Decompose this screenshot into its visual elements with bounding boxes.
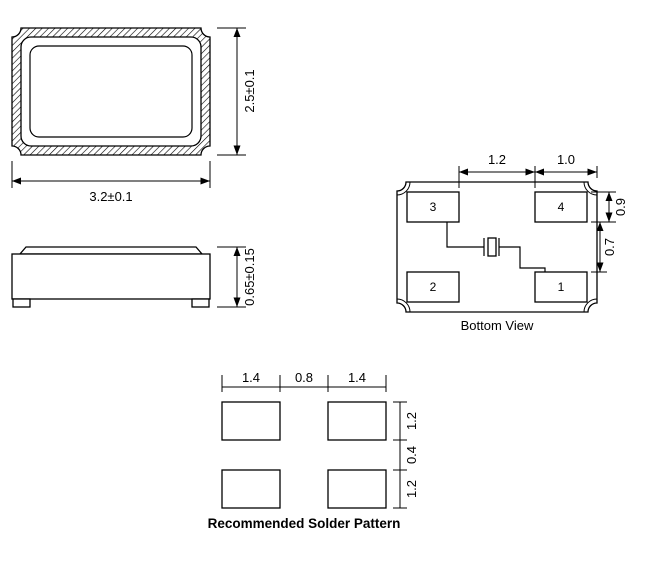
pad-4 (534, 191, 588, 223)
side-view: 0.65±0.15 (11, 246, 257, 308)
top-view-seal-ring (20, 36, 202, 147)
solder-pattern-caption: Recommended Solder Pattern (208, 516, 401, 531)
pad-3 (406, 191, 460, 223)
crystal-wires (446, 222, 546, 272)
dim-solder-left-width-label: 1.4 (242, 370, 260, 385)
solder-pad-top-left (221, 401, 281, 441)
dim-solder-gap-y-label: 0.4 (404, 446, 419, 464)
pad-3-number: 3 (430, 200, 437, 214)
crystal-element (487, 237, 497, 257)
dim-pad-gap-y-label: 0.7 (602, 238, 617, 256)
pad-1-number: 1 (558, 280, 565, 294)
crystal-circuit (446, 222, 546, 272)
solder-pad-top-right (327, 401, 387, 441)
corner-castellation-arcs (396, 181, 598, 313)
top-view-width-label: 3.2±0.1 (89, 189, 132, 204)
bottom-view: 3 4 2 1 1.2 1.0 0.9 0.7 (396, 152, 628, 333)
solder-pads (221, 401, 387, 509)
pad-1 (534, 271, 588, 303)
side-view-height-dimension: 0.65±0.15 (217, 246, 257, 308)
bottom-view-caption: Bottom View (461, 318, 534, 333)
dim-pad-height-label: 0.9 (613, 198, 628, 216)
solder-pattern: 1.4 0.8 1.4 1.2 0.4 1.2 Recommended Sold… (208, 370, 419, 531)
solder-pad-bottom-left (221, 469, 281, 509)
side-view-height-label: 0.65±0.15 (242, 248, 257, 306)
solder-pad-bottom-right (327, 469, 387, 509)
side-view-body (11, 253, 211, 300)
top-view-height-label: 2.5±0.1 (242, 69, 257, 112)
bottom-view-pads: 3 4 2 1 (406, 191, 588, 303)
bottom-view-right-dimensions: 0.9 0.7 (591, 191, 628, 273)
top-view-height-dimension: 2.5±0.1 (217, 27, 257, 156)
top-view: 2.5±0.1 3.2±0.1 (11, 27, 257, 204)
pad-4-number: 4 (558, 200, 565, 214)
dim-solder-top-height-label: 1.2 (404, 412, 419, 430)
solder-right-dimensions: 1.2 0.4 1.2 (393, 401, 419, 509)
dim-pad-width-label: 1.0 (557, 152, 575, 167)
dim-solder-gap-x-label: 0.8 (295, 370, 313, 385)
side-view-right-foot (191, 298, 210, 308)
top-view-cavity (29, 45, 193, 138)
pad-2 (406, 271, 460, 303)
solder-top-dimensions: 1.4 0.8 1.4 (221, 370, 387, 392)
dim-pad-gap-x-label: 1.2 (488, 152, 506, 167)
side-view-left-foot (12, 298, 31, 308)
pad-2-number: 2 (430, 280, 437, 294)
side-view-lid (18, 246, 204, 255)
top-view-width-dimension: 3.2±0.1 (11, 161, 211, 204)
dim-solder-right-width-label: 1.4 (348, 370, 366, 385)
dim-solder-bottom-height-label: 1.2 (404, 480, 419, 498)
bottom-view-top-dimensions: 1.2 1.0 (458, 152, 598, 188)
